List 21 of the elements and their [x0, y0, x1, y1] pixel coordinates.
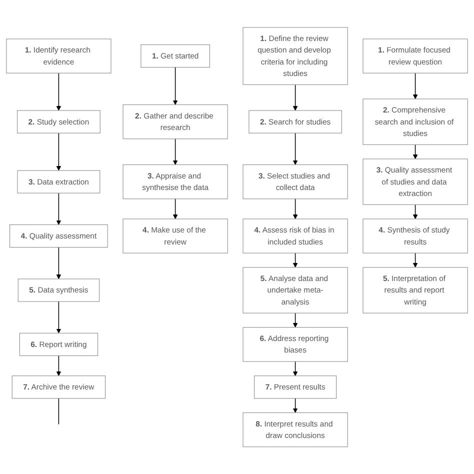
arrow	[292, 84, 298, 111]
arrow	[292, 252, 298, 268]
arrow	[412, 72, 418, 100]
arrow	[292, 198, 298, 220]
arrow	[412, 252, 418, 268]
arrow	[412, 144, 418, 160]
arrow	[172, 66, 178, 105]
arrow	[56, 301, 62, 334]
connector	[58, 398, 60, 425]
arrow	[172, 198, 178, 220]
arrow	[292, 398, 298, 413]
arrow	[56, 72, 62, 111]
arrow	[412, 204, 418, 220]
arrow	[172, 138, 178, 165]
arrow	[56, 132, 62, 171]
arrow	[292, 361, 298, 376]
arrow	[292, 312, 298, 328]
arrow	[56, 355, 62, 376]
arrow	[56, 192, 62, 225]
arrow	[292, 132, 298, 165]
arrow	[56, 246, 62, 280]
